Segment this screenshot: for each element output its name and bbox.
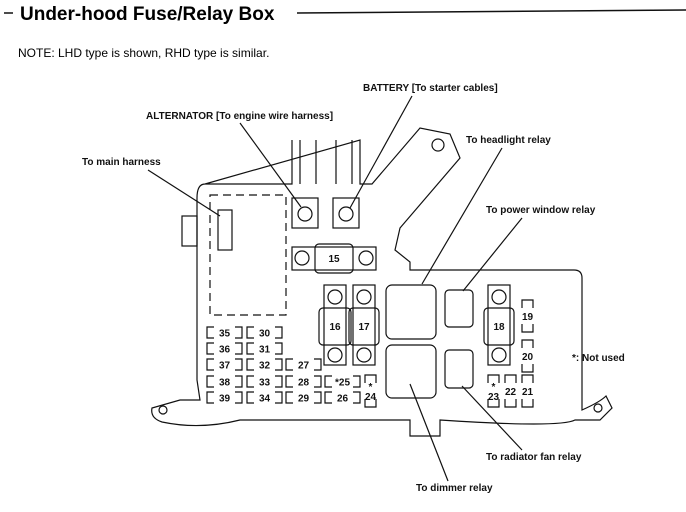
fuse-27[interactable]: 27 — [285, 358, 322, 372]
fuse-36[interactable]: 36 — [206, 342, 243, 356]
fuse-34[interactable]: 34 — [246, 391, 283, 405]
fuse-19[interactable]: 19 — [521, 299, 534, 333]
svg-text:16: 16 — [329, 322, 341, 333]
svg-text:26: 26 — [337, 394, 349, 405]
headlight-relay-label: To headlight relay — [466, 135, 551, 146]
svg-text:29: 29 — [298, 394, 310, 405]
headlight-relay[interactable] — [385, 284, 437, 340]
svg-text:*: * — [492, 382, 496, 393]
main-harness-label: To main harness — [82, 157, 161, 168]
svg-text:24: 24 — [365, 392, 377, 403]
fuse-24[interactable]: *24 — [364, 374, 377, 408]
alternator-label: ALTERNATOR [To engine wire harness] — [146, 111, 333, 122]
svg-text:32: 32 — [259, 361, 271, 372]
svg-text:33: 33 — [259, 378, 271, 389]
fuse-18[interactable]: 18 — [483, 284, 515, 366]
svg-text:19: 19 — [522, 312, 534, 323]
svg-text:30: 30 — [259, 329, 271, 340]
svg-text:*25: *25 — [335, 378, 350, 389]
fuse-35[interactable]: 35 — [206, 326, 243, 340]
fuse-39[interactable]: 39 — [206, 391, 243, 405]
svg-text:38: 38 — [219, 378, 231, 389]
note-text: NOTE: LHD type is shown, RHD type is sim… — [18, 46, 269, 60]
fuse-16[interactable]: 16 — [318, 284, 352, 366]
svg-text:*: * — [369, 382, 373, 393]
fuse-30[interactable]: 30 — [246, 326, 283, 340]
svg-text:21: 21 — [522, 387, 534, 398]
fuse-33[interactable]: 33 — [246, 375, 283, 389]
page-title: Under-hood Fuse/Relay Box — [20, 4, 275, 25]
fuse-22[interactable]: 22 — [504, 374, 517, 408]
radiator-fan-relay[interactable] — [444, 349, 474, 389]
fuse-23[interactable]: *23 — [487, 374, 500, 408]
fuse-25[interactable]: *25 — [324, 375, 361, 389]
radiator-fan-relay-label: To radiator fan relay — [486, 452, 582, 463]
not-used-note: *: Not used — [572, 353, 625, 364]
svg-text:20: 20 — [522, 352, 534, 363]
fuse-20[interactable]: 20 — [521, 339, 534, 373]
svg-text:28: 28 — [298, 378, 310, 389]
svg-text:23: 23 — [488, 392, 500, 403]
fuse-15[interactable]: 15 — [291, 243, 377, 274]
svg-text:31: 31 — [259, 345, 271, 356]
svg-text:39: 39 — [219, 394, 231, 405]
svg-text:37: 37 — [219, 361, 231, 372]
dimmer-relay[interactable] — [385, 344, 437, 399]
fuse-28[interactable]: 28 — [285, 375, 322, 389]
dimmer-relay-label: To dimmer relay — [416, 483, 493, 494]
fuse-37[interactable]: 37 — [206, 358, 243, 372]
box-housing — [151, 127, 613, 437]
svg-text:35: 35 — [219, 329, 231, 340]
fuse-17[interactable]: 17 — [348, 284, 380, 366]
svg-text:18: 18 — [493, 322, 505, 333]
battery-label: BATTERY [To starter cables] — [363, 83, 498, 94]
power-window-relay-label: To power window relay — [486, 205, 596, 216]
svg-text:15: 15 — [328, 254, 340, 265]
fuse-32[interactable]: 32 — [246, 358, 283, 372]
fuse-26[interactable]: 26 — [324, 391, 361, 405]
power-window-relay[interactable] — [444, 289, 474, 328]
fuse-21[interactable]: 21 — [521, 374, 534, 408]
fuse-29[interactable]: 29 — [285, 391, 322, 405]
svg-text:17: 17 — [358, 322, 370, 333]
title-rule — [296, 9, 686, 14]
leader-lines — [147, 95, 523, 482]
svg-text:22: 22 — [505, 387, 517, 398]
fuse-38[interactable]: 38 — [206, 375, 243, 389]
svg-text:27: 27 — [298, 361, 310, 372]
fuse-31[interactable]: 31 — [246, 342, 283, 356]
svg-text:34: 34 — [259, 394, 271, 405]
svg-text:36: 36 — [219, 345, 231, 356]
